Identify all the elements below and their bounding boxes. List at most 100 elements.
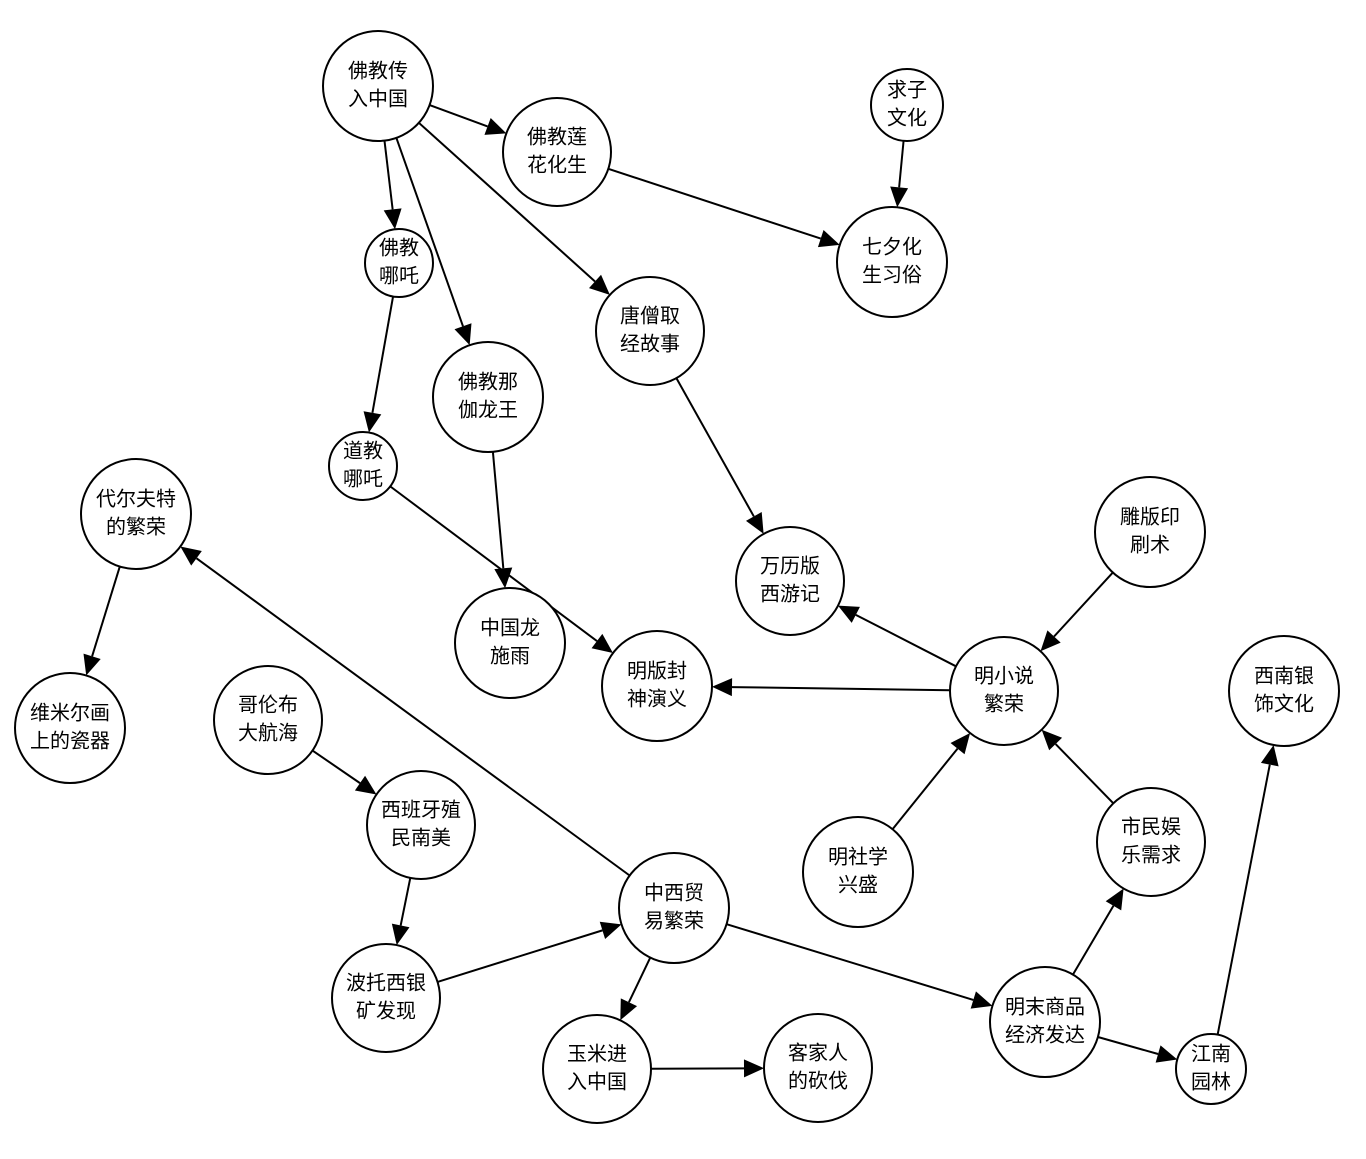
node-circle (542, 1014, 652, 1124)
node-label-line2: 文化 (887, 106, 927, 130)
node-circle (502, 97, 612, 207)
arrowhead-icon (1105, 888, 1124, 911)
arrowhead-icon (890, 186, 909, 208)
node-label-line2: 花化生 (527, 153, 587, 177)
edge-n8-to-n13 (389, 485, 613, 654)
edge-n26-to-n15 (1216, 745, 1279, 1035)
edge-line (491, 451, 505, 569)
node-label-line2: 园林 (1191, 1070, 1231, 1094)
arrowhead-icon (383, 208, 402, 230)
node-label-line2: 大航海 (238, 721, 298, 745)
arrowhead-icon (391, 923, 410, 946)
node-label-line1: 佛教传 (348, 59, 408, 83)
node-circle (1096, 787, 1206, 897)
edge-n21-to-n9 (180, 546, 631, 877)
node-label-line2: 刷术 (1130, 533, 1170, 557)
edge-line (399, 877, 412, 926)
edge-line (437, 929, 603, 983)
edge-n3-to-n4 (890, 140, 909, 208)
arrowhead-icon (620, 998, 638, 1021)
arrowhead-icon (180, 546, 202, 566)
node-label-line1: 西南银 (1254, 664, 1314, 688)
node-label-line1: 西班牙殖 (381, 798, 461, 822)
node-circle (870, 68, 944, 142)
node-circle (763, 1013, 873, 1123)
node-label-line1: 明小说 (974, 664, 1034, 688)
node-circle (14, 672, 126, 784)
node-circle (80, 458, 192, 570)
edge-line (395, 137, 464, 327)
node-label-line2: 经济发达 (1005, 1023, 1085, 1047)
node-label-line2: 乐需求 (1121, 843, 1181, 867)
edge-line (91, 566, 121, 657)
node-circle (601, 630, 713, 742)
node-circle (454, 587, 566, 699)
arrowhead-icon (363, 411, 382, 433)
node-label-line2: 施雨 (490, 644, 530, 668)
node-label-line1: 波托西银 (346, 971, 426, 995)
node-label-line1: 客家人 (788, 1041, 848, 1065)
node-label-line2: 哪吒 (379, 264, 419, 288)
node-circle (213, 665, 323, 775)
edge-n7-to-n11 (675, 377, 764, 534)
node-label-line1: 哥伦布 (238, 693, 298, 717)
arrowhead-icon (1260, 745, 1279, 767)
node-label-line1: 维米尔画 (30, 701, 110, 725)
arrowhead-icon (1041, 729, 1063, 751)
edge-n21-to-n23 (726, 923, 993, 1009)
node-label-line2: 民南美 (391, 826, 451, 850)
edge-line (731, 686, 951, 692)
edge-line (898, 140, 905, 188)
node-circle (949, 636, 1059, 746)
node-label-line1: 道教 (343, 439, 383, 463)
node-circle (432, 341, 544, 453)
edge-n14-to-n13 (711, 678, 951, 697)
node-label-line1: 佛教莲 (527, 125, 587, 149)
node-circle (836, 206, 948, 318)
edge-line (389, 485, 598, 642)
node-label-line2: 的砍伐 (788, 1069, 848, 1093)
edge-line (195, 557, 631, 877)
edge-line (628, 957, 652, 1003)
node-label-line2: 矿发现 (356, 999, 416, 1023)
node-label-line1: 明社学 (828, 845, 888, 869)
arrowhead-icon (494, 567, 513, 589)
node-label-line2: 经故事 (620, 332, 680, 356)
arrowhead-icon (950, 733, 971, 755)
edge-n23-to-n26 (1097, 1036, 1178, 1063)
edge-n22-to-n21 (437, 921, 622, 983)
edge-n10-to-n14 (1040, 571, 1114, 652)
edge-n17-to-n18 (311, 749, 377, 795)
edge-n20-to-n14 (891, 733, 971, 830)
arrowhead-icon (83, 653, 101, 676)
arrowhead-icon (1040, 630, 1061, 652)
node-circle (322, 30, 434, 142)
edge-line (1053, 571, 1114, 638)
node-label-line2: 繁荣 (984, 692, 1024, 716)
node-label-line2: 的繁荣 (106, 515, 166, 539)
arrowhead-icon (711, 678, 733, 697)
node-label-line1: 求子 (887, 78, 927, 102)
edge-n19-to-n14 (1041, 729, 1115, 805)
node-label-line2: 饰文化 (1254, 692, 1314, 716)
edge-line (1054, 743, 1115, 805)
arrowhead-icon (591, 633, 613, 654)
edge-line (383, 140, 394, 210)
arrowhead-icon (817, 230, 840, 248)
node-label-line2: 兴盛 (838, 873, 878, 897)
